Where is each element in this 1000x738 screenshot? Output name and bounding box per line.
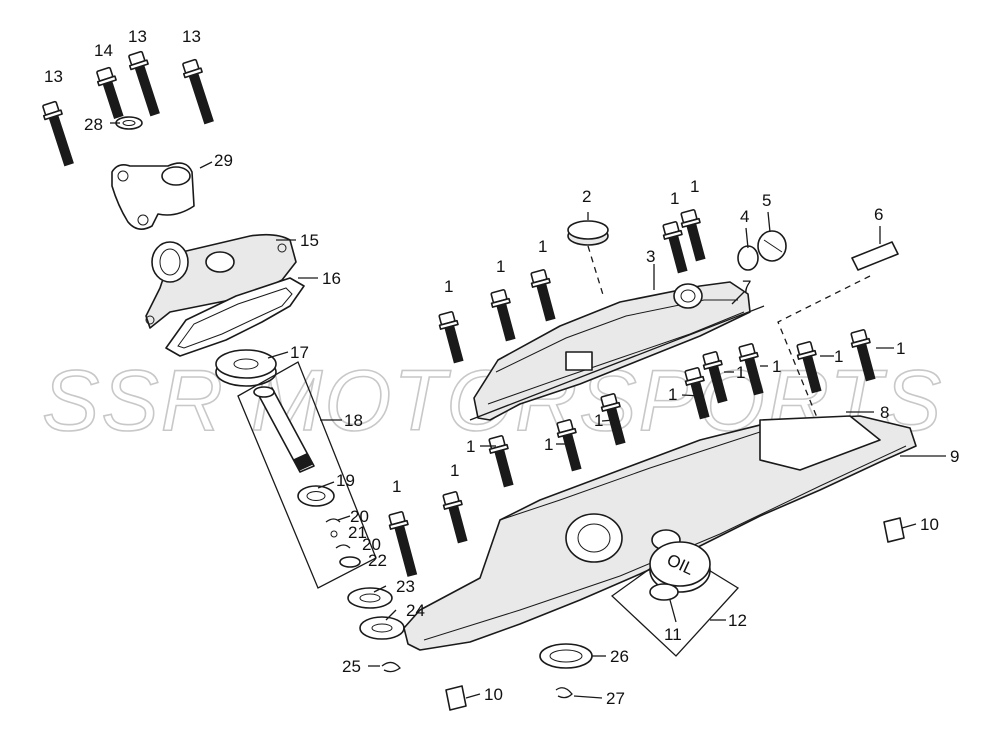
washer-icon bbox=[339, 556, 361, 568]
oring-icon bbox=[737, 245, 759, 271]
cover-gasket-line bbox=[469, 305, 765, 421]
callout-1: 1 bbox=[670, 189, 679, 208]
callout-28: 28 bbox=[84, 115, 103, 134]
callout-9: 9 bbox=[950, 447, 959, 466]
callout-1: 1 bbox=[834, 347, 843, 366]
dowel-block-icon bbox=[445, 685, 467, 711]
callout-1: 1 bbox=[772, 357, 781, 376]
oil-seal-icon bbox=[297, 485, 335, 507]
circlip-icon bbox=[325, 518, 341, 523]
bolt-icon bbox=[39, 99, 79, 168]
bolt-icon bbox=[93, 65, 129, 121]
bolt-icon bbox=[440, 490, 473, 545]
water-pump-cover-part bbox=[145, 233, 297, 329]
callout-1: 1 bbox=[736, 363, 745, 382]
gasket-icon bbox=[165, 277, 305, 357]
clip-icon bbox=[555, 687, 573, 699]
callout-26: 26 bbox=[610, 647, 629, 666]
callout-16: 16 bbox=[322, 269, 341, 288]
callout-15: 15 bbox=[300, 231, 319, 250]
shaft-group-frame bbox=[237, 361, 377, 589]
circlip-icon bbox=[335, 544, 351, 549]
callout-1: 1 bbox=[594, 411, 603, 430]
callout-5: 5 bbox=[762, 191, 771, 210]
gasket-icon bbox=[539, 643, 593, 669]
callout-22: 22 bbox=[368, 551, 387, 570]
callout-14: 14 bbox=[94, 41, 113, 60]
pin-icon bbox=[330, 530, 338, 538]
clip-icon bbox=[381, 661, 401, 673]
bolt-icon bbox=[488, 288, 521, 343]
pump-shaft-part bbox=[253, 386, 315, 473]
callout-25: 25 bbox=[342, 657, 361, 676]
callout-1: 1 bbox=[896, 339, 905, 358]
callout-1: 1 bbox=[466, 437, 475, 456]
callout-1: 1 bbox=[496, 257, 505, 276]
dowel-pin-icon bbox=[851, 241, 899, 271]
callout-1: 1 bbox=[392, 477, 401, 496]
callout-19: 19 bbox=[336, 471, 355, 490]
callout-18: 18 bbox=[344, 411, 363, 430]
callout-10: 10 bbox=[484, 685, 503, 704]
callout-1: 1 bbox=[544, 435, 553, 454]
callout-12: 12 bbox=[728, 611, 747, 630]
callout-11: 11 bbox=[664, 625, 682, 644]
callout-21: 21 bbox=[348, 523, 367, 542]
callout-13: 13 bbox=[128, 27, 147, 46]
callout-10: 10 bbox=[920, 515, 939, 534]
callout-17: 17 bbox=[290, 343, 309, 362]
callout-labels: 13 14 13 13 28 29 15 16 17 18 19 20 21 2… bbox=[44, 27, 959, 708]
bearing-icon bbox=[347, 587, 393, 609]
bolt-icon bbox=[528, 268, 561, 323]
callout-20: 20 bbox=[362, 535, 381, 554]
callout-1: 1 bbox=[450, 461, 459, 480]
oring-icon bbox=[649, 583, 679, 601]
crankcase-cover-part bbox=[403, 415, 917, 651]
callout-1: 1 bbox=[444, 277, 453, 296]
callout-13: 13 bbox=[44, 67, 63, 86]
callout-1: 1 bbox=[690, 177, 699, 196]
bolt-icon bbox=[179, 57, 219, 126]
callout-1: 1 bbox=[668, 385, 677, 404]
oil-filler-cap-part: OIL bbox=[649, 541, 711, 593]
thermostat-housing-part bbox=[111, 162, 195, 230]
callout-3: 3 bbox=[646, 247, 655, 266]
bolt-icon bbox=[386, 510, 422, 579]
leader-lines bbox=[110, 122, 946, 699]
callout-8: 8 bbox=[880, 403, 889, 422]
callout-6: 6 bbox=[874, 205, 883, 224]
callout-24: 24 bbox=[406, 601, 425, 620]
dowel-block-icon bbox=[883, 517, 905, 543]
plug-icon bbox=[757, 230, 787, 262]
callout-23: 23 bbox=[396, 577, 415, 596]
callout-29: 29 bbox=[214, 151, 233, 170]
bearing-icon bbox=[359, 616, 405, 640]
callout-27: 27 bbox=[606, 689, 625, 708]
callout-7: 7 bbox=[742, 277, 751, 296]
callout-1: 1 bbox=[538, 237, 547, 256]
bolt-icon bbox=[125, 49, 165, 118]
callout-13: 13 bbox=[182, 27, 201, 46]
bolt-icon bbox=[660, 220, 693, 275]
callout-4: 4 bbox=[740, 207, 749, 226]
callout-2: 2 bbox=[582, 187, 591, 206]
impeller-part bbox=[215, 349, 277, 387]
callout-20: 20 bbox=[350, 507, 369, 526]
bolt-icon bbox=[678, 208, 711, 263]
